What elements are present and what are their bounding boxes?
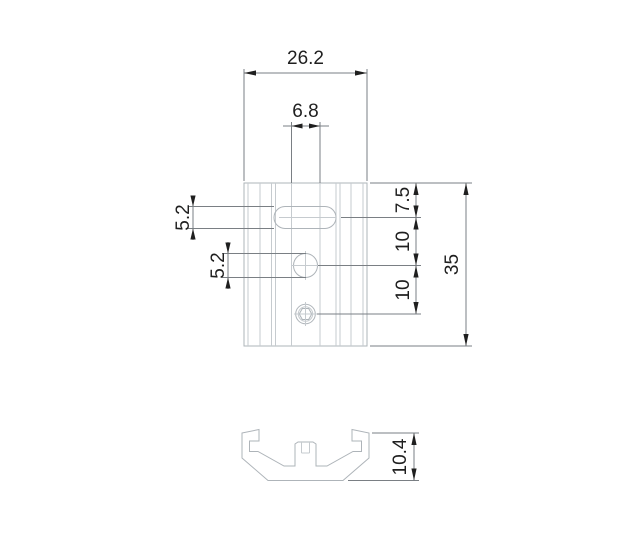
dimension-label: 6.8 [292,101,318,122]
arrowhead [309,123,320,129]
dim-hole-diameter: 5.2 [208,242,306,289]
top-view-body-outline [243,182,368,347]
dim-profile-height: 10.4 [348,432,419,481]
screw-hole [294,302,319,326]
dim-overall-height: 35 [370,182,472,347]
arrowhead [190,195,196,207]
section-view [241,428,370,481]
arrowhead [413,265,419,278]
dimension-label: 10 [393,231,414,252]
dimension-label: 10.4 [390,438,411,475]
dimension-label: 35 [442,254,463,275]
dim-overall-width: 26.2 [243,48,368,181]
arrowhead [355,70,367,76]
section-profile-outline [241,428,370,481]
dim-boss-width: 6.8 [283,101,329,183]
arrowhead [413,217,419,230]
dimensions: 26.2 6.8 5.2 5.2 [173,48,472,481]
arrowhead [413,205,419,218]
arrowhead [225,242,231,254]
arrowhead [244,70,256,76]
arrowhead [291,123,303,129]
dimension-label: 7.5 [393,187,414,213]
arrowhead [413,183,419,195]
dim-right-stack: 7.5 10 10 [317,183,421,315]
dimension-label: 5.2 [208,252,229,278]
top-view [243,182,368,347]
arrowhead [463,334,469,346]
arrowhead [413,302,419,314]
arrowhead [463,183,469,195]
arrowhead [413,253,419,266]
dimension-label: 10 [393,279,414,300]
dimension-label: 5.2 [173,204,194,230]
arrowhead [411,433,417,445]
arrowhead [225,277,231,289]
dimension-label: 26.2 [287,48,324,69]
arrowhead [411,468,417,481]
arrowhead [190,228,196,240]
dim-slot-height: 5.2 [173,195,274,240]
